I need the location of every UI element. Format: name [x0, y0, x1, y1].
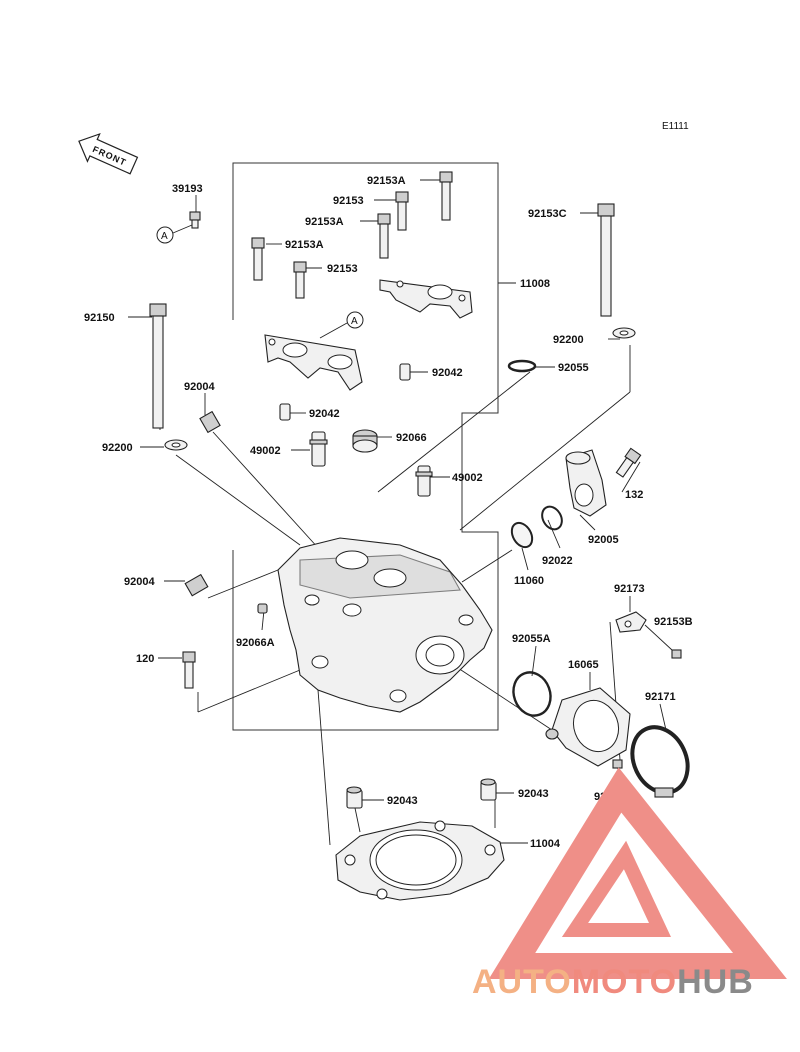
part-label-92153: 92153	[327, 263, 358, 275]
part-label-11008: 11008	[520, 278, 550, 290]
clamp-92173	[615, 611, 647, 633]
dowel-92042-right	[399, 363, 411, 381]
bolt-92153a-mid	[377, 213, 391, 259]
part-label-92005: 92005	[588, 534, 619, 546]
part-label-92153b: 92153B	[654, 616, 693, 628]
part-label-92200: 92200	[102, 442, 133, 454]
part-label-92066: 92066	[396, 432, 427, 444]
part-label-49002: 49002	[452, 472, 483, 484]
part-label-11004: 11004	[530, 838, 561, 850]
dowel-92043-left	[346, 786, 363, 809]
part-label-92043: 92043	[518, 788, 549, 800]
o-ring-92055	[507, 359, 537, 373]
part-label-16065: 16065	[568, 659, 599, 671]
part-label-92200: 92200	[553, 334, 584, 346]
svg-text:AUTOMOTOHUB: AUTOMOTOHUB	[472, 963, 754, 1001]
camshaft-cap-right	[379, 279, 473, 319]
watermark-triangle-icon	[488, 767, 787, 979]
watermark-auto: AUTO	[472, 963, 572, 1001]
part-label-92153c: 92153C	[528, 208, 567, 220]
part-label-92171: 92171	[645, 691, 676, 703]
seal-92066	[352, 429, 378, 453]
bolt-92153b-right	[671, 649, 682, 659]
assembly-frame	[232, 162, 499, 731]
bolt-92153a-top	[439, 171, 453, 221]
fitting-92005	[565, 449, 607, 517]
bolt-92153-top	[395, 191, 409, 231]
o-ring-92022	[541, 505, 563, 531]
part-label-92055: 92055	[558, 362, 589, 374]
head-gasket-11004	[335, 820, 505, 901]
plug-92004-top	[199, 410, 221, 434]
plug-92004-left	[184, 573, 209, 597]
front-arrow: FRONT	[78, 132, 139, 175]
svg-text:A: A	[351, 316, 358, 327]
washer-92200-left	[164, 439, 188, 451]
diagram-code: E1111	[662, 121, 689, 132]
part-label-92042: 92042	[309, 408, 340, 420]
part-label-92004: 92004	[124, 576, 155, 588]
seal-92066a	[257, 603, 268, 614]
part-label-132: 132	[625, 489, 643, 501]
watermark-moto: MOTO	[572, 963, 677, 1001]
holder-16065	[545, 687, 631, 767]
part-label-92173: 92173	[614, 583, 645, 595]
leader-lines	[128, 179, 673, 846]
bolt-92153b-lower	[612, 759, 623, 769]
dowel-92042-left	[279, 403, 291, 421]
valve-guide-49002-right	[415, 465, 433, 497]
part-label-92153a: 92153A	[367, 175, 406, 187]
bolt-92153a-left	[251, 237, 265, 281]
part-label-49002: 49002	[250, 445, 281, 457]
bolt-120	[182, 651, 196, 689]
bolt-92153c-long	[597, 203, 615, 317]
bolt-92150-long	[149, 303, 167, 429]
part-label-11060: 11060	[514, 575, 544, 587]
part-label-92150: 92150	[84, 312, 115, 324]
part-39193-bolt	[189, 211, 201, 229]
ref-mark-a-right: A	[319, 311, 364, 339]
part-label-120: 120	[136, 653, 154, 665]
clamp-band-92171	[630, 725, 690, 798]
cylinder-head	[277, 537, 493, 713]
part-label-92042: 92042	[432, 367, 463, 379]
svg-text:A: A	[161, 231, 168, 242]
part-label-39193: 39193	[172, 183, 203, 195]
part-label-92022: 92022	[542, 555, 573, 567]
ref-mark-a-left: A	[156, 224, 193, 244]
part-label-92066a: 92066A	[236, 637, 275, 649]
camshaft-cap-left	[264, 334, 363, 391]
watermark-logo: AUTOMOTOHUB	[472, 767, 787, 1001]
bolt-92153-left	[293, 261, 307, 299]
o-ring-92055a	[512, 671, 552, 717]
valve-guide-49002-left	[309, 431, 328, 467]
watermark-hub: HUB	[677, 963, 754, 1001]
washer-92200-right	[612, 327, 636, 339]
dowel-92043-right	[480, 778, 497, 801]
part-label-92153a: 92153A	[285, 239, 324, 251]
part-label-92055a: 92055A	[512, 633, 551, 645]
gasket-11060	[510, 521, 534, 549]
part-label-92043: 92043	[387, 795, 418, 807]
part-label-92153a: 92153A	[305, 216, 344, 228]
part-label-92153: 92153	[333, 195, 364, 207]
part-number-labels: 3919392153A9215392153A92153A9215392153C1…	[84, 175, 693, 850]
bolt-132	[615, 447, 642, 478]
part-label-92004: 92004	[184, 381, 215, 393]
